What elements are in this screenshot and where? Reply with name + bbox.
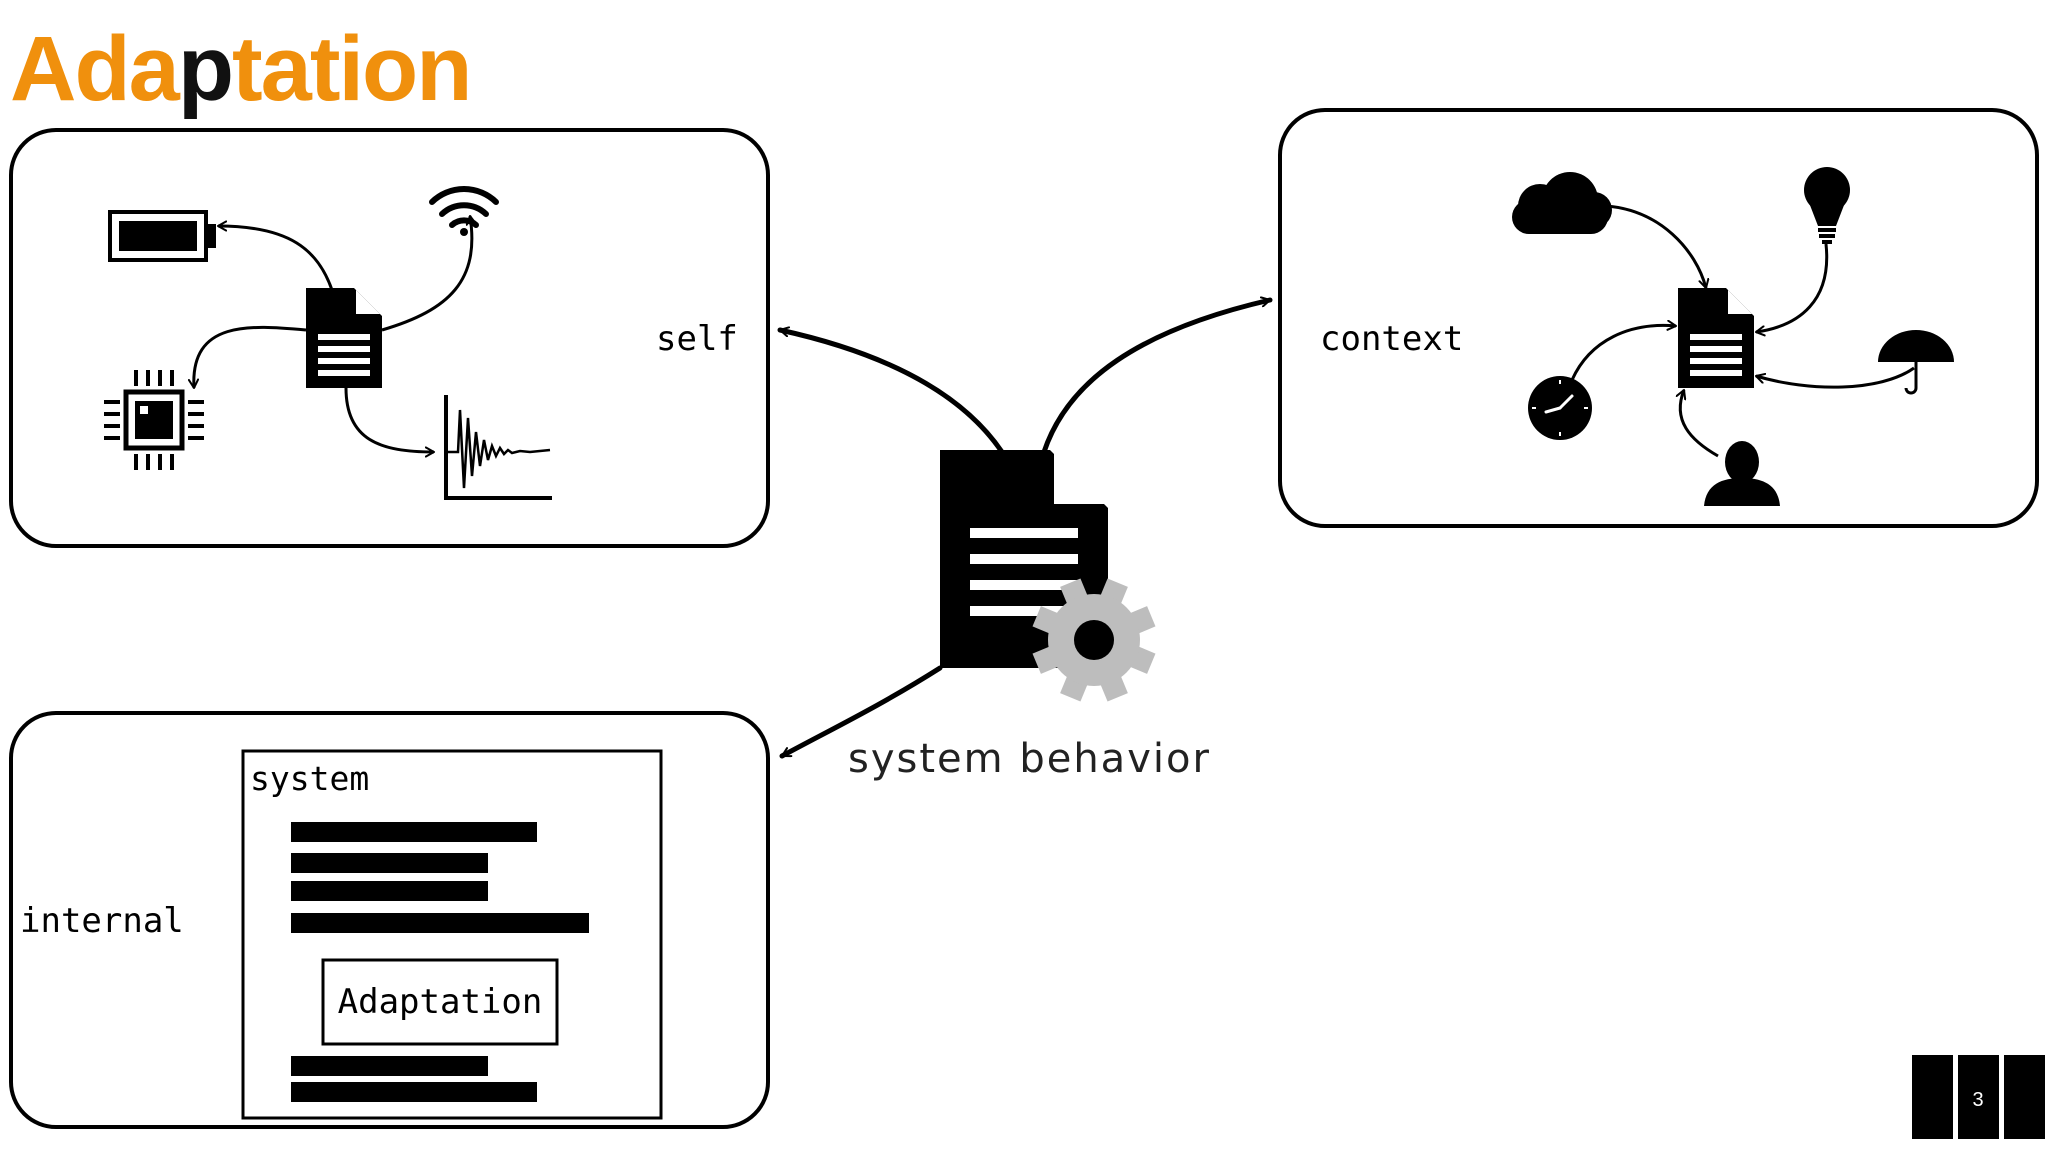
lightbulb-icon (1804, 167, 1850, 244)
umbrella-icon (1878, 330, 1954, 395)
gear-icon (1032, 578, 1156, 702)
center-arrows (777, 300, 1273, 759)
title-part-3: tation (232, 18, 470, 120)
page-indicator: 3 (1912, 1055, 2045, 1139)
slide-title: Adaptation (10, 18, 470, 120)
code-line (291, 853, 488, 873)
title-part-1: Ada (10, 18, 181, 120)
self-box: self (9, 128, 770, 548)
code-line (291, 913, 589, 933)
cloud-icon (1512, 172, 1612, 234)
signal-plot-icon (444, 395, 552, 500)
adaptation-module-label: Adaptation (338, 982, 543, 1022)
document-icon (306, 288, 382, 388)
self-connectors (194, 216, 472, 452)
chip-icon (104, 370, 204, 470)
clock-icon (1528, 376, 1592, 440)
adaptation-module: Adaptation (321, 958, 559, 1046)
page-number: 3 (1972, 1089, 1983, 1111)
wifi-icon (429, 186, 499, 236)
code-line (291, 822, 537, 842)
person-icon (1704, 441, 1780, 506)
title-part-2: p (178, 18, 232, 120)
system-panel: system Adaptation (241, 749, 663, 1120)
code-line (291, 881, 488, 901)
system-label: system (250, 759, 369, 798)
code-line (291, 1082, 537, 1102)
context-connectors (1570, 204, 1915, 458)
battery-icon (108, 210, 216, 262)
context-label: context (1320, 319, 1463, 359)
self-label: self (656, 319, 738, 359)
document-icon (1678, 288, 1754, 388)
code-line (291, 1056, 488, 1076)
internal-box: internal system Adaptation (9, 711, 770, 1129)
context-box: context (1278, 108, 2039, 528)
system-behavior-caption: system behavior (848, 736, 1211, 782)
internal-label: internal (20, 901, 184, 941)
